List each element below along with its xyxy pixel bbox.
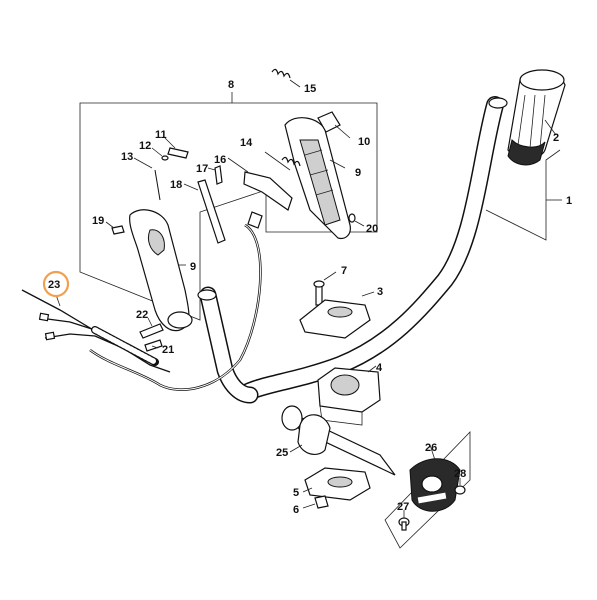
callout-14: 14	[240, 137, 253, 149]
callout-25: 25	[276, 447, 288, 459]
wire-13	[154, 169, 161, 201]
callout-3: 3	[377, 286, 383, 298]
leader-21	[151, 345, 159, 349]
clip-10	[317, 111, 341, 133]
callout-13: 13	[121, 151, 133, 163]
callout-15: 15	[304, 83, 316, 95]
callout-5: 5	[293, 487, 299, 499]
spring-15	[271, 68, 291, 79]
leader-10	[334, 124, 351, 139]
callout-9a: 9	[190, 261, 196, 273]
callout-2: 2	[553, 132, 559, 144]
nut-6	[314, 495, 329, 509]
leader-7	[323, 271, 337, 281]
clamp-3	[299, 299, 371, 339]
screw-19	[111, 225, 125, 235]
callout-8: 8	[228, 79, 234, 91]
leader-19	[105, 221, 115, 229]
callout-1: 1	[566, 195, 572, 207]
tube-end-top	[488, 97, 508, 109]
wiring-harness-23	[21, 289, 171, 373]
leader-2	[544, 119, 557, 136]
nut-28	[454, 485, 466, 495]
highlight-ring-23	[42, 270, 70, 298]
sleeve-25	[281, 405, 396, 476]
callout-4: 4	[376, 362, 383, 374]
callout-19: 19	[92, 215, 104, 227]
callout-16: 16	[214, 154, 226, 166]
pin-17	[214, 165, 223, 185]
callout-6: 6	[293, 504, 299, 516]
callout-27: 27	[397, 501, 409, 513]
leader-6	[302, 503, 316, 509]
screw-20	[348, 213, 356, 223]
callout-20: 20	[366, 223, 378, 235]
switch-housing-26	[409, 458, 461, 512]
callout-28: 28	[454, 468, 466, 480]
callout-11: 11	[155, 129, 167, 141]
leader-26	[429, 444, 436, 461]
spring-14	[281, 156, 301, 167]
leader-9b	[329, 159, 346, 169]
leader-18	[183, 183, 199, 191]
leader-3	[361, 291, 375, 297]
grip-2	[507, 69, 566, 166]
lever-16	[243, 171, 293, 211]
leader-13	[133, 157, 153, 169]
part-11	[167, 147, 189, 159]
leader-4	[367, 365, 377, 373]
callout-7: 7	[341, 265, 347, 277]
leader-14	[264, 151, 291, 171]
callout-26: 26	[425, 442, 437, 454]
leader-16	[227, 157, 249, 173]
part-22	[139, 323, 164, 339]
leader-20	[354, 220, 365, 227]
callout-18: 18	[170, 179, 182, 191]
trigger-18	[197, 179, 226, 244]
callout-21: 21	[162, 344, 174, 356]
callout-10: 10	[358, 136, 370, 148]
leader-15	[289, 79, 301, 88]
leader-5	[302, 487, 313, 493]
leader-12	[151, 147, 163, 157]
leader-11	[164, 137, 176, 149]
lower-clamp-5	[304, 467, 371, 501]
leader-22	[147, 317, 153, 327]
screw-12	[161, 155, 169, 161]
callout-22: 22	[136, 309, 148, 321]
connector	[247, 211, 263, 229]
callout-12: 12	[139, 140, 151, 152]
callout-9b: 9	[355, 167, 361, 179]
callout-23: 23	[48, 279, 60, 291]
screw-21	[144, 339, 163, 352]
leader-17	[207, 167, 216, 171]
clamp-block-4	[317, 367, 381, 426]
handle-housing-9	[284, 117, 351, 240]
leader-25	[289, 444, 303, 453]
callout-17: 17	[196, 163, 208, 175]
control-handle-9	[129, 209, 193, 332]
screw-27	[398, 517, 410, 531]
